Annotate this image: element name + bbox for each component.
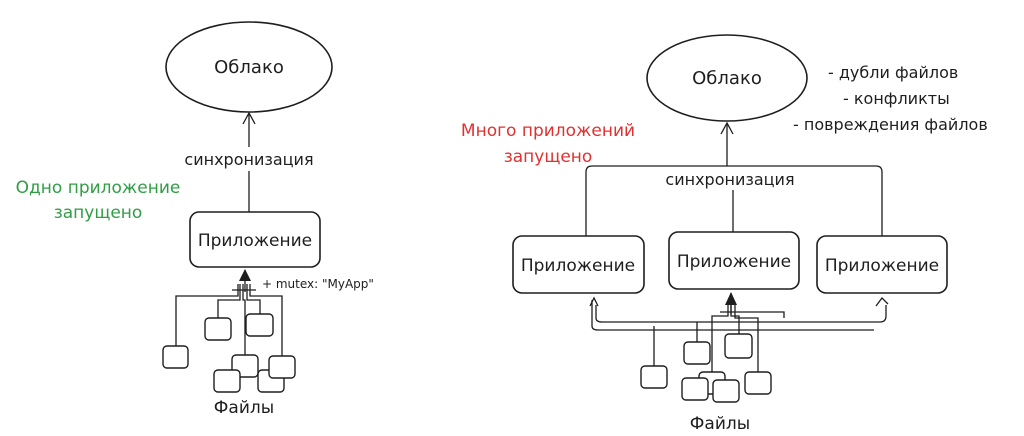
right-sync-bracket: [585, 165, 883, 236]
left-sync-label-bg: [170, 147, 328, 171]
left-file-wire: [217, 284, 241, 318]
left-cloud-label: Облако: [214, 57, 284, 78]
right-sync-label-bg: [652, 168, 808, 190]
right-file-wire: [720, 311, 785, 318]
right-app-label: Приложение: [521, 256, 635, 276]
right-app-label: Приложение: [677, 252, 791, 272]
right-cloud-label: Облако: [692, 68, 762, 89]
left-status-line2: запущено: [54, 203, 143, 223]
right-issue-item: - конфликты: [843, 89, 950, 108]
right-sync-arrowhead: [720, 121, 734, 135]
right-diagram: Облако - дубли файлов - конфликты - повр…: [461, 34, 988, 434]
right-file-square: [724, 333, 753, 359]
left-file-square: [162, 345, 189, 369]
left-file-square: [245, 313, 274, 337]
right-issue-item: - дубли файлов: [828, 63, 958, 82]
right-files-arrowhead: [725, 292, 737, 305]
right-status-line2: запущено: [504, 147, 593, 167]
right-file-square: [744, 371, 772, 395]
right-file-wire: [595, 305, 887, 323]
right-file-square: [640, 365, 668, 389]
right-cloud-ellipse: [646, 34, 808, 122]
left-mutex-label: + mutex: "MyApp": [262, 277, 374, 291]
right-app-label: Приложение: [825, 256, 939, 276]
right-files-arrowhead-right: [875, 297, 889, 307]
right-file-wire: [591, 300, 874, 331]
left-app-box: [189, 211, 321, 268]
left-file-square: [204, 317, 232, 341]
left-file-wire: [246, 284, 261, 314]
right-sync-label: синхронизация: [665, 170, 794, 189]
right-app-box: [668, 231, 800, 290]
left-file-wire: [242, 284, 246, 355]
left-files-label: Файлы: [214, 398, 274, 418]
left-app-label: Приложение: [198, 231, 312, 251]
right-file-wire: [711, 305, 729, 372]
left-sync-arrowhead: [242, 111, 256, 125]
right-app-box: [512, 235, 645, 294]
left-file-square: [213, 369, 241, 393]
left-file-square: [268, 355, 296, 379]
right-app-box: [816, 235, 948, 294]
right-files-arrowhead-left: [589, 296, 599, 307]
left-files-arrowhead: [239, 269, 251, 281]
right-issue-item: - повреждения файлов: [793, 115, 988, 134]
right-file-square: [712, 379, 740, 403]
right-file-square: [681, 377, 709, 401]
left-diagram: Облако синхронизация Одно приложение зап…: [16, 21, 374, 418]
left-sync-label: синхронизация: [184, 150, 313, 169]
left-status-line1: Одно приложение: [16, 178, 181, 198]
right-files-label: Файлы: [690, 414, 750, 434]
right-status-line1: Много приложений: [461, 121, 635, 141]
right-file-square: [683, 341, 711, 365]
